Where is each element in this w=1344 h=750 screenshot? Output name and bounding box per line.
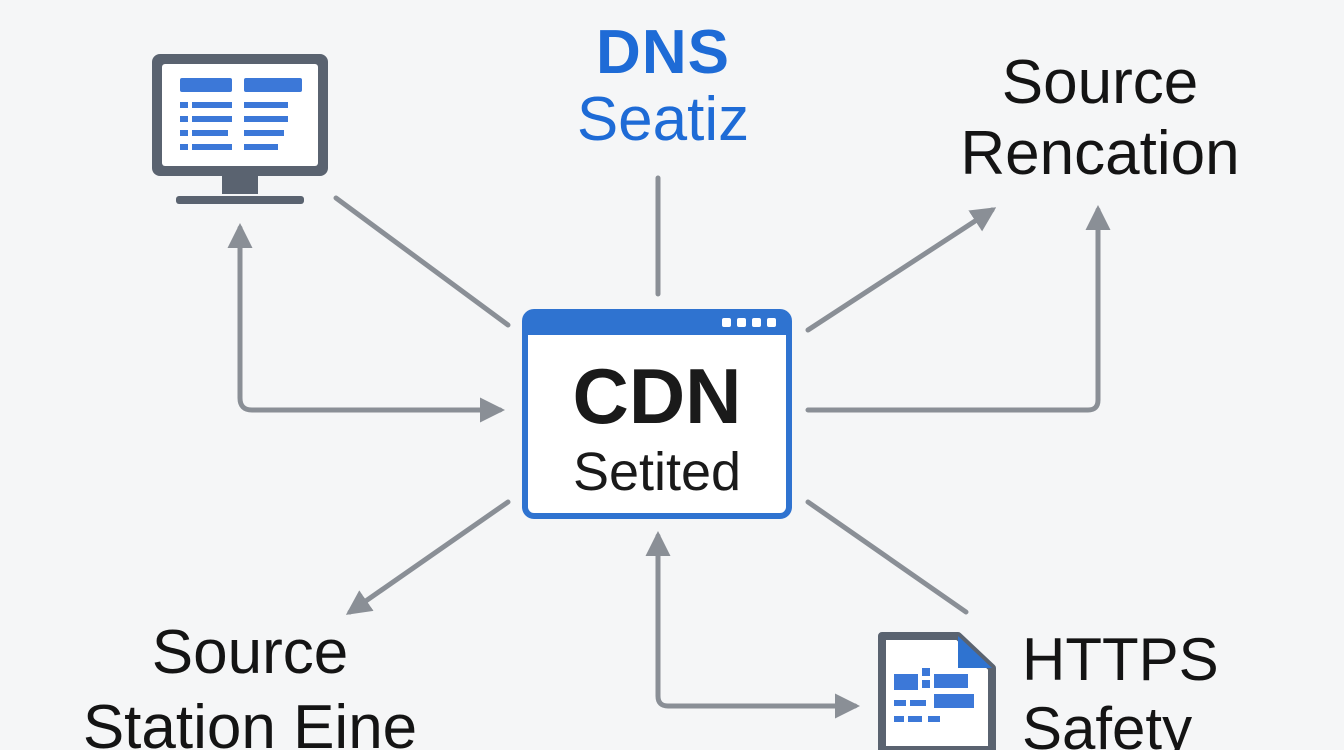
source-station-label: Source Station Eine	[70, 620, 430, 750]
dns-label-line2: Seatiz	[576, 85, 750, 155]
source-renovation-label: Source Rencation	[930, 50, 1270, 186]
https-label: HTTPS Safety	[1022, 628, 1262, 750]
browser-window-icon	[528, 315, 786, 335]
connector-monitor-elbow-left	[227, 223, 505, 423]
source-renovation-line1: Source	[1001, 48, 1199, 117]
connector-cdn-elbow-right	[805, 205, 1111, 413]
connector-cdn-source-station	[345, 499, 511, 615]
connector-https-elbow	[645, 531, 860, 719]
dns-label: DNS Seatiz	[548, 20, 778, 152]
dns-label-line1: DNS	[596, 18, 730, 87]
cdn-title: CDN	[572, 352, 742, 440]
https-label-line2: Safety	[1022, 695, 1193, 750]
source-renovation-line2: Rencation	[960, 119, 1240, 189]
connector-cdn-source-renovation	[805, 207, 997, 333]
cdn-node: CDN Setited	[522, 309, 792, 519]
source-station-line1: Source	[151, 618, 349, 687]
monitor-icon	[152, 54, 328, 204]
connector-monitor-cdn	[333, 195, 511, 328]
source-station-line2: Station Eine	[82, 693, 418, 750]
connector-cdn-https	[805, 499, 969, 615]
cdn-subtitle: Setited	[572, 442, 742, 502]
https-label-line1: HTTPS	[1022, 626, 1219, 693]
document-icon	[878, 632, 996, 750]
window-dots	[722, 318, 776, 327]
